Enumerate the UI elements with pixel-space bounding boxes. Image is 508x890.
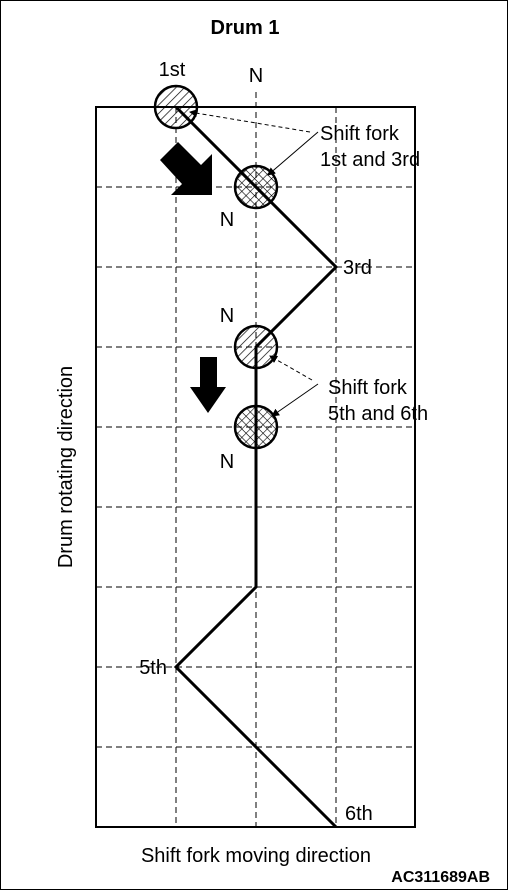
neutral-label-2: N: [220, 305, 234, 327]
gear-label-6th: 6th: [345, 803, 373, 825]
gear-label-1st: 1st: [159, 59, 186, 81]
gear-label-3rd: 3rd: [343, 257, 372, 279]
neutral-label-3: N: [220, 451, 234, 473]
fork-5th-6th-position-neutral-2: [233, 404, 279, 450]
leader-lines: [189, 109, 313, 381]
fork-1st-3rd-position-1st: [153, 84, 199, 130]
x-axis-label: Shift fork moving direction: [141, 845, 371, 867]
gear-label-5th: 5th: [139, 657, 167, 679]
vertical-grid: [175, 92, 337, 827]
down-arrow-icon: [190, 357, 226, 413]
leader-lines-solid: [267, 131, 319, 417]
neutral-label-top: N: [249, 65, 263, 87]
callout-fork-5-6-line2: 5th and 6th: [328, 403, 428, 425]
callout-fork-1-3-line2: 1st and 3rd: [320, 149, 420, 171]
callout-fork-5-6-line1: Shift fork: [328, 377, 408, 399]
horizontal-grid: [96, 186, 415, 748]
fork-1st-3rd-position-neutral: [233, 164, 279, 210]
neutral-label-1: N: [220, 209, 234, 231]
figure-code: AC311689AB: [391, 869, 490, 886]
diagonal-arrow-icon: [160, 142, 212, 195]
fork-5th-6th-position-neutral: [233, 324, 279, 370]
diagram-title: Drum 1: [211, 17, 280, 39]
drum-groove-path: [173, 105, 339, 829]
callout-fork-1-3-line1: Shift fork: [320, 123, 400, 145]
y-axis-label: Drum rotating direction: [55, 366, 77, 568]
